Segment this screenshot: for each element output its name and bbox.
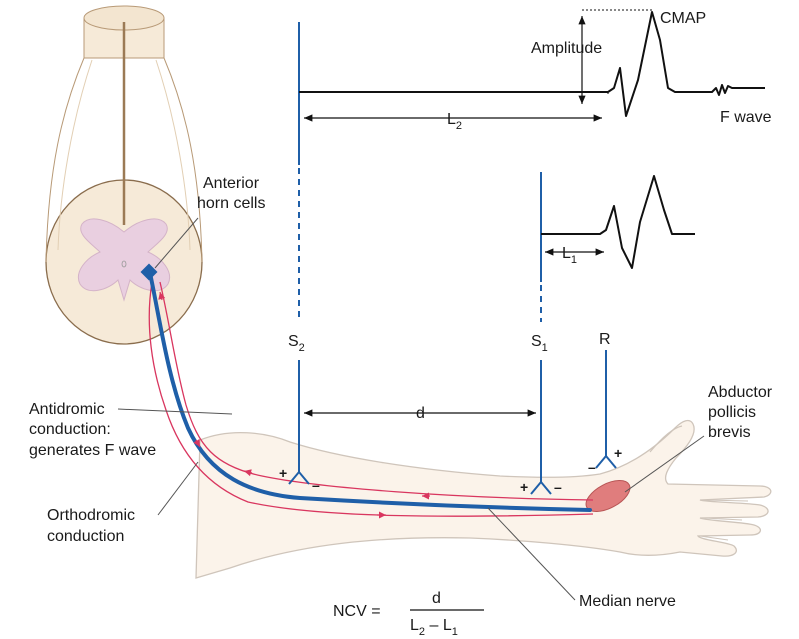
r-electrode-prongs <box>596 456 616 468</box>
r-minus-sign: – <box>588 459 596 475</box>
r-label: R <box>599 331 611 348</box>
f-wave-label: F wave <box>720 109 772 126</box>
formula-denominator: L2 – L1 <box>410 617 458 638</box>
formula-lhs: NCV = <box>333 603 381 620</box>
antidromic-label-line2: conduction: <box>29 421 111 438</box>
forearm-outline <box>196 421 771 578</box>
orthodromic-leader <box>158 462 198 515</box>
l2-label: L2 <box>447 111 462 132</box>
amplitude-label: Amplitude <box>531 40 602 57</box>
d-label: d <box>416 405 425 422</box>
abductor-label-line3: brevis <box>708 424 751 441</box>
arm-illustration <box>196 421 771 578</box>
orthodromic-label-line1: Orthodromic <box>47 507 135 524</box>
abductor-label-line2: pollicis <box>708 404 756 421</box>
l1-label: L1 <box>562 245 577 266</box>
s1-plus-sign: + <box>520 479 528 495</box>
anterior-horn-label-line2: horn cells <box>197 195 265 212</box>
s2-label: S2 <box>288 333 305 354</box>
waveforms <box>299 10 765 413</box>
anterior-horn-label-line1: Anterior <box>203 175 260 192</box>
antidromic-leader <box>118 409 232 414</box>
s2-trace-cmap-f-wave <box>299 12 765 116</box>
ncv-formula: NCV = d L2 – L1 <box>333 590 484 638</box>
s1-label: S1 <box>531 333 548 354</box>
antidromic-label-line3: generates F wave <box>29 442 156 459</box>
spinal-cord <box>46 6 202 344</box>
s1-minus-sign: – <box>554 479 562 495</box>
formula-numerator: d <box>432 590 441 607</box>
median-nerve-label: Median nerve <box>579 593 676 610</box>
cmap-label: CMAP <box>660 10 706 27</box>
orthodromic-label-line2: conduction <box>47 528 124 545</box>
s2-plus-sign: + <box>279 465 287 481</box>
s2-minus-sign: – <box>312 477 320 493</box>
antidromic-label-line1: Antidromic <box>29 401 105 418</box>
r-plus-sign: + <box>614 445 622 461</box>
abductor-label-line1: Abductor <box>708 384 773 401</box>
